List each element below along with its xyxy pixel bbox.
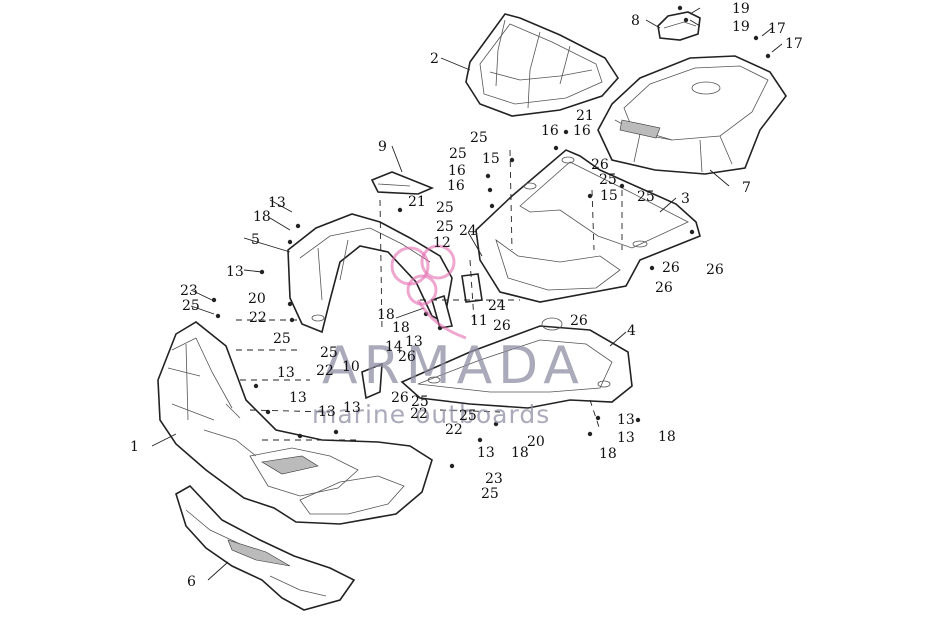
callout-24: 24 — [459, 223, 477, 239]
callout-7: 7 — [742, 180, 751, 196]
callout-4: 4 — [627, 323, 636, 339]
callout-13: 13 — [226, 264, 244, 280]
callout-22: 22 — [249, 310, 267, 326]
watermark-logo-icon — [390, 244, 467, 340]
callout-15: 15 — [600, 188, 618, 204]
callout-9: 9 — [378, 139, 387, 155]
callout-23: 23 — [180, 283, 198, 299]
seat-part — [465, 13, 620, 117]
callout-19: 19 — [732, 1, 750, 17]
callout-22: 22 — [410, 406, 428, 422]
callout-16: 16 — [448, 163, 466, 179]
callout-16: 16 — [541, 123, 559, 139]
callout-13: 13 — [268, 195, 286, 211]
tank-cover-part — [597, 55, 787, 175]
callout-26: 26 — [493, 318, 511, 334]
callout-13: 13 — [617, 412, 635, 428]
callout-25: 25 — [320, 345, 338, 361]
callout-22: 22 — [445, 422, 463, 438]
callout-26: 26 — [706, 262, 724, 278]
small-cover-part — [370, 171, 435, 195]
callout-18: 18 — [377, 307, 395, 323]
callout-26: 26 — [662, 260, 680, 276]
callout-25: 25 — [599, 172, 617, 188]
callout-26: 26 — [655, 280, 673, 296]
callout-14: 14 — [385, 339, 403, 355]
callout-26: 26 — [398, 349, 416, 365]
callout-25: 25 — [273, 331, 291, 347]
callout-16: 16 — [447, 178, 465, 194]
callout-2: 2 — [430, 51, 439, 67]
assembly-lines — [236, 149, 623, 441]
callout-11: 11 — [470, 313, 488, 329]
callout-25: 25 — [436, 200, 454, 216]
watermark-title: ARMADA — [322, 336, 585, 396]
callout-13: 13 — [477, 445, 495, 461]
watermark-subtitle: marine outboards — [312, 400, 551, 429]
callout-18: 18 — [599, 446, 617, 462]
callout-8: 8 — [631, 13, 640, 29]
callout-25: 25 — [411, 394, 429, 410]
leader-lines — [151, 7, 783, 581]
callout-19: 19 — [732, 19, 750, 35]
callout-20: 20 — [527, 434, 545, 450]
callout-26: 26 — [591, 157, 609, 173]
callout-22: 22 — [316, 363, 334, 379]
callout-25: 25 — [449, 146, 467, 162]
callout-13: 13 — [617, 430, 635, 446]
fasteners — [211, 5, 771, 469]
callout-3: 3 — [681, 191, 690, 207]
callout-25: 25 — [459, 408, 477, 424]
callout-16: 16 — [573, 123, 591, 139]
callout-26: 26 — [570, 313, 588, 329]
callout-18: 18 — [658, 429, 676, 445]
callout-25: 25 — [637, 189, 655, 205]
front-deck-part — [400, 317, 633, 409]
callout-10: 10 — [342, 359, 360, 375]
cover-part — [657, 11, 701, 41]
callout-1: 1 — [130, 439, 139, 455]
callout-24: 24 — [488, 298, 506, 314]
callout-20: 20 — [248, 291, 266, 307]
callout-18: 18 — [392, 320, 410, 336]
callout-25: 25 — [481, 486, 499, 502]
callout-18: 18 — [253, 209, 271, 225]
rear-panel-part — [475, 149, 701, 303]
left-panel-part — [287, 213, 453, 334]
callout-21: 21 — [576, 108, 594, 124]
callout-13: 13 — [277, 365, 295, 381]
callout-13: 13 — [318, 404, 336, 420]
callout-12: 12 — [433, 235, 451, 251]
callout-13: 13 — [405, 334, 423, 350]
callout-25: 25 — [182, 298, 200, 314]
callout-17: 17 — [785, 36, 803, 52]
callout-25: 25 — [436, 219, 454, 235]
callout-5: 5 — [251, 232, 260, 248]
callout-17: 17 — [768, 21, 786, 37]
bumper-part — [175, 484, 356, 611]
callout-13: 13 — [343, 400, 361, 416]
callout-18: 18 — [511, 445, 529, 461]
callout-13: 13 — [289, 390, 307, 406]
callout-26: 26 — [391, 390, 409, 406]
callout-6: 6 — [187, 574, 196, 590]
bracket-parts — [361, 273, 483, 400]
front-fender-part — [157, 321, 433, 525]
callout-23: 23 — [485, 471, 503, 487]
callout-25: 25 — [470, 130, 488, 146]
callout-15: 15 — [482, 151, 500, 167]
callout-21: 21 — [408, 194, 426, 210]
